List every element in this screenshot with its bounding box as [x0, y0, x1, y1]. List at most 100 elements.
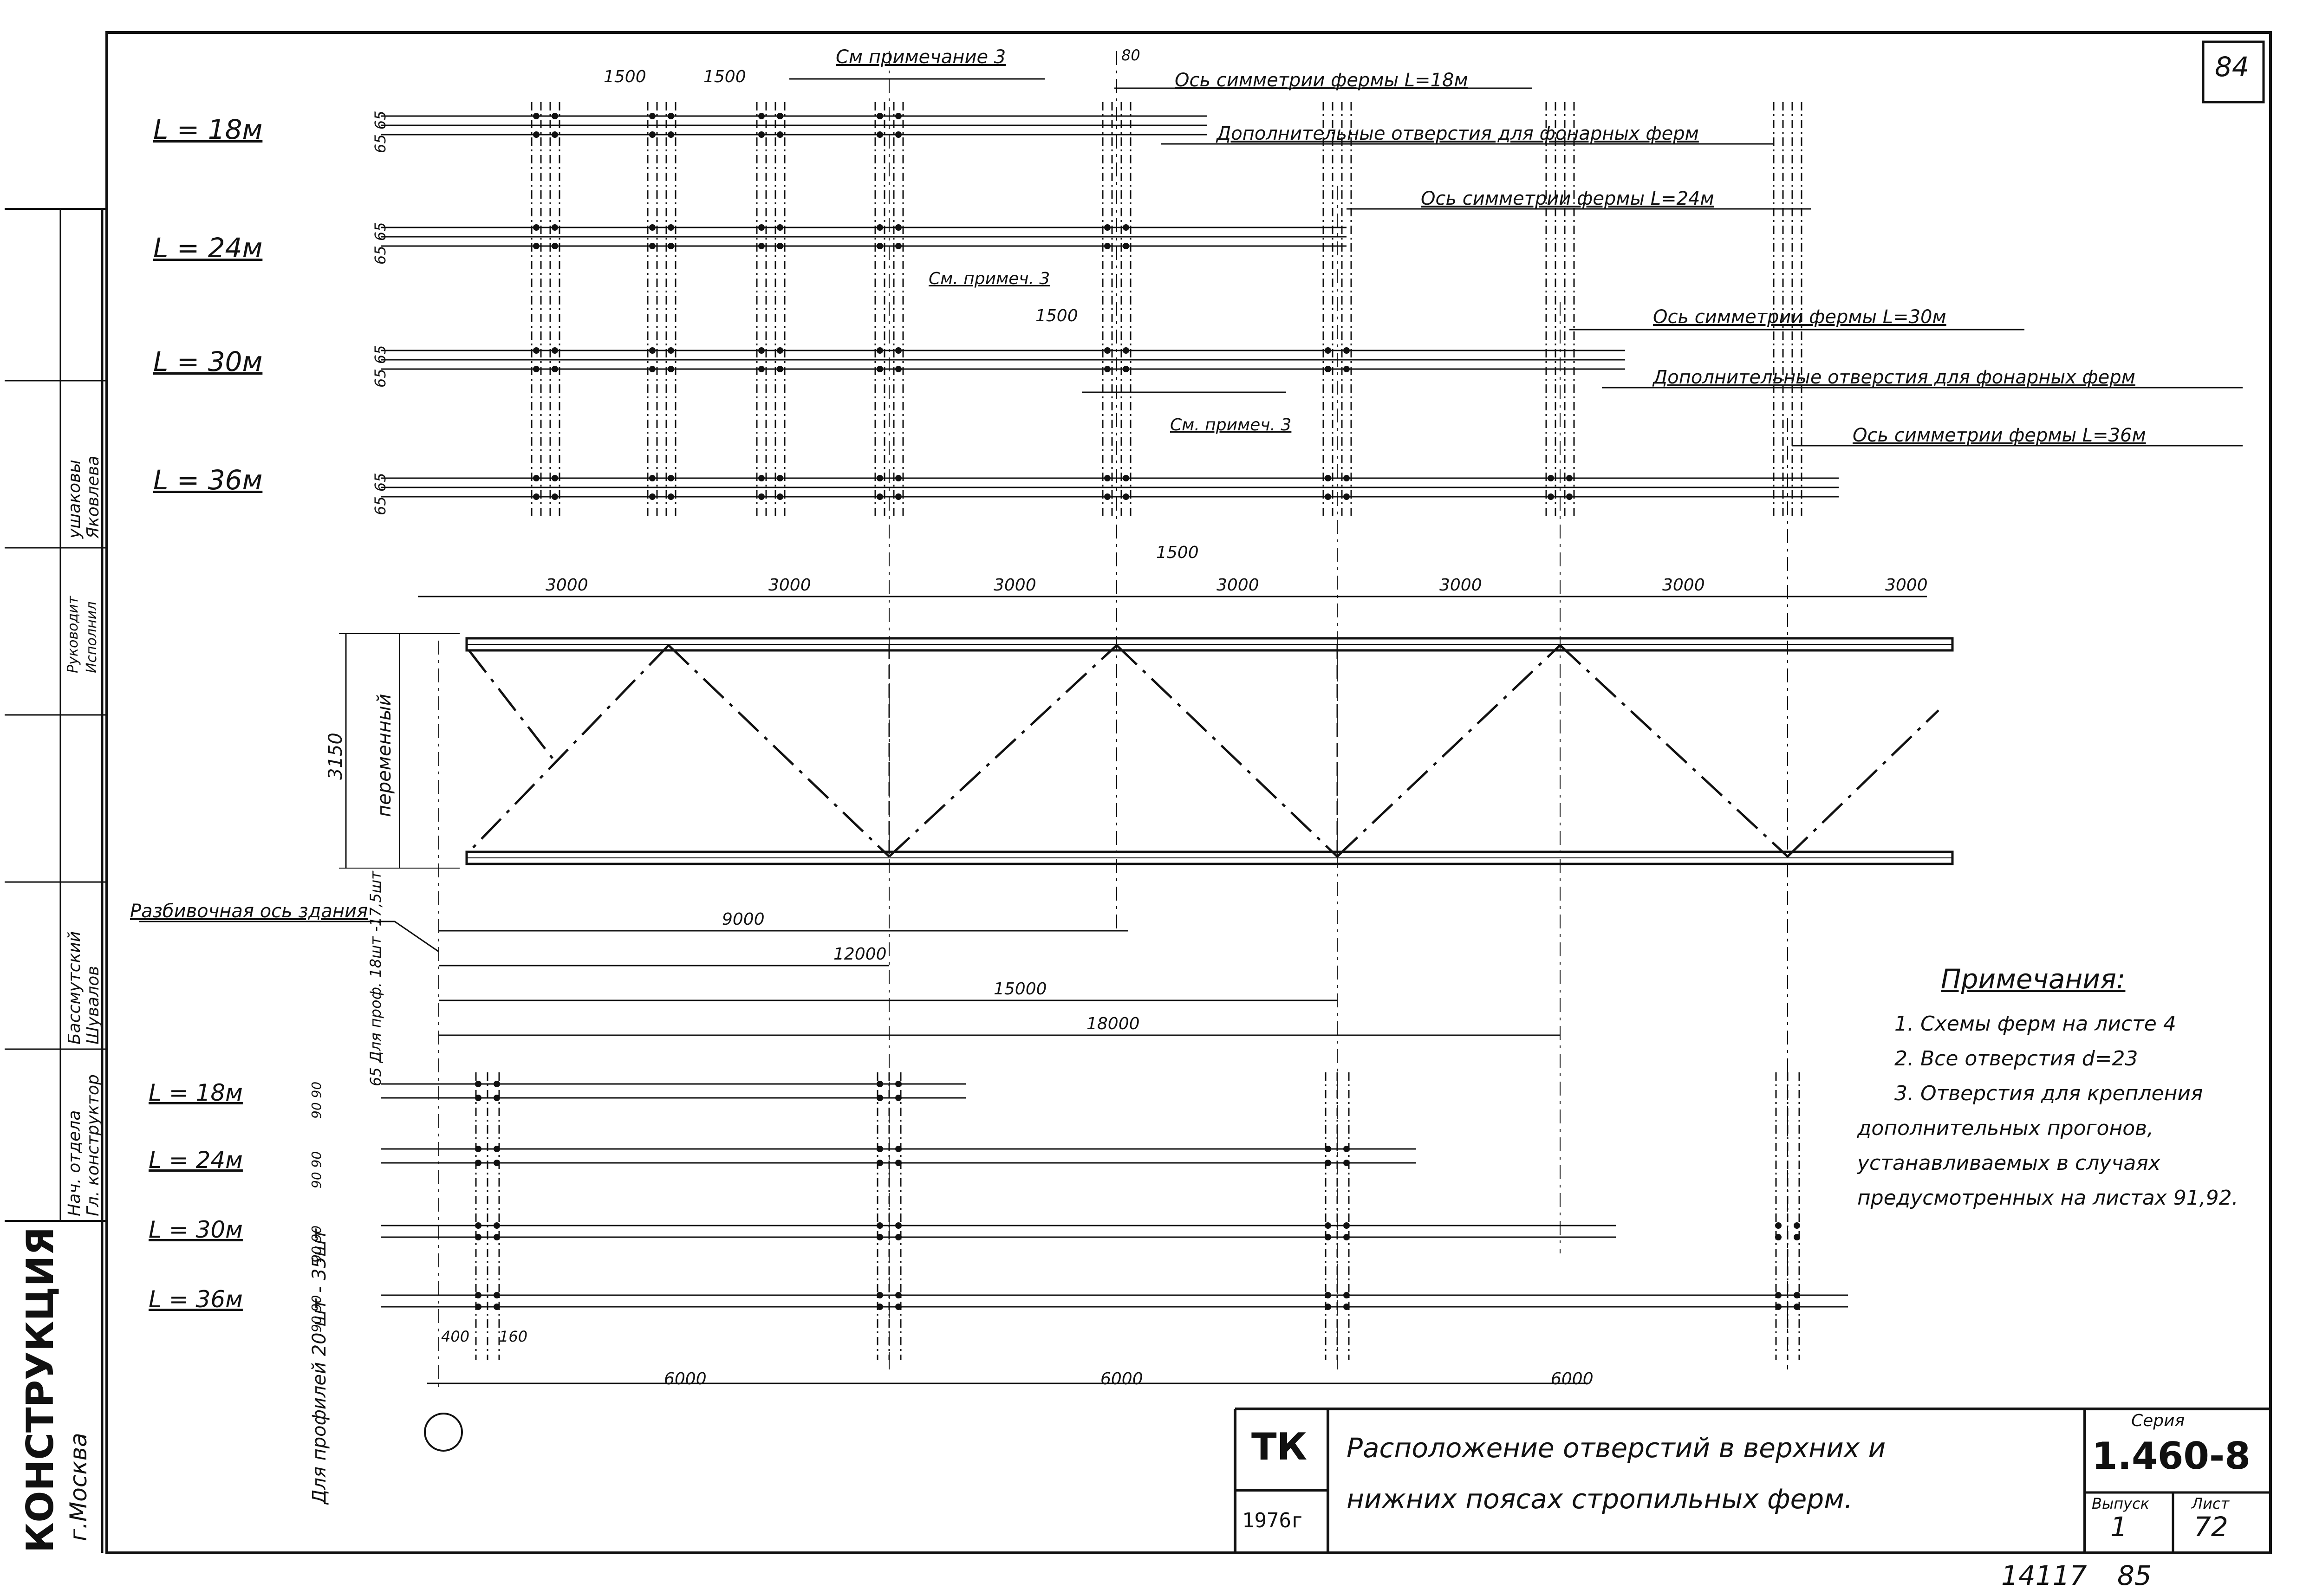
role-label: ушаковы [65, 460, 84, 538]
hole-mark [895, 1304, 902, 1310]
hole-mark [1123, 347, 1129, 354]
dim-80: 80 [1121, 46, 1140, 64]
hole-mark [494, 1081, 500, 1087]
hole-mark [777, 131, 783, 138]
dim-1500: 1500 [703, 67, 746, 86]
note-item: 1. Схемы ферм на листе 4 [1894, 1012, 2176, 1036]
hole-mark [649, 243, 656, 249]
hole-mark [758, 131, 765, 138]
profile-note: Для профилей 20 шт - 35шт [309, 1229, 330, 1504]
hole-mark [777, 493, 783, 500]
hole-mark [758, 475, 765, 481]
hole-mark [1325, 1222, 1331, 1229]
dim-3000: 3000 [1217, 576, 1259, 595]
hole-mark [533, 475, 540, 481]
hole-mark [494, 1160, 500, 1166]
hole-mark [758, 347, 765, 354]
hole-mark [1325, 1304, 1331, 1310]
hole-mark [895, 113, 902, 119]
hole-mark [649, 113, 656, 119]
sheet-value: 72 [2194, 1511, 2228, 1543]
hole-mark [777, 224, 783, 231]
dim-400: 400 [441, 1328, 470, 1345]
hole-mark [533, 493, 540, 500]
hole-mark [1343, 1304, 1350, 1310]
spacing-label: 65 65 [371, 473, 389, 515]
note-item: предусмотренных на листах 91,92. [1857, 1186, 2238, 1210]
hole-mark [1325, 366, 1331, 372]
hole-mark [1343, 475, 1350, 481]
hole-mark [758, 224, 765, 231]
hole-mark [475, 1081, 481, 1087]
hole-mark [877, 1292, 883, 1298]
hole-mark [758, 243, 765, 249]
notes-heading: Примечания: [1941, 963, 2126, 995]
hole-mark [877, 1146, 883, 1152]
hole-mark [1104, 224, 1111, 231]
dim-3000: 3000 [768, 576, 811, 595]
hole-mark [552, 475, 558, 481]
org-code: ТК [1251, 1425, 1307, 1468]
truss-height: 3150 [325, 733, 346, 780]
hole-mark [475, 1292, 481, 1298]
hole-mark [1123, 366, 1129, 372]
hole-mark [1123, 475, 1129, 481]
top-span-label: L = 30м [153, 346, 263, 377]
hole-mark [1104, 366, 1111, 372]
hole-mark [649, 224, 656, 231]
hole-mark [1343, 1146, 1350, 1152]
hole-mark [895, 1081, 902, 1087]
hole-mark [668, 131, 674, 138]
hole-mark [552, 366, 558, 372]
hole-mark [494, 1234, 500, 1240]
hole-mark [895, 1095, 902, 1101]
dim-3000: 3000 [1885, 576, 1928, 595]
hole-mark [1343, 493, 1350, 500]
dim-3000: 3000 [546, 576, 588, 595]
bottom-span-label: L = 18м [149, 1079, 243, 1106]
span-dim: 18000 [1086, 1014, 1140, 1033]
hole-mark [895, 1234, 902, 1240]
note-item: 3. Отверстия для крепления [1894, 1082, 2203, 1105]
hole-mark [895, 347, 902, 354]
hole-mark [895, 1160, 902, 1166]
hole-mark [668, 475, 674, 481]
hole-mark [1343, 366, 1350, 372]
dim-3000: 3000 [1439, 576, 1482, 595]
hole-mark [1775, 1292, 1782, 1298]
issue-value: 1 [2110, 1511, 2127, 1543]
bottom-span-label: L = 24м [149, 1147, 243, 1174]
hole-mark [1343, 1160, 1350, 1166]
hole-mark [1123, 493, 1129, 500]
hole-mark [475, 1234, 481, 1240]
dim-1500: 1500 [1035, 306, 1078, 325]
hole-mark [1548, 475, 1554, 481]
profile-note: 65 Для проф. 18шт -17,5шт [367, 871, 384, 1086]
hole-mark [877, 1222, 883, 1229]
span-dim: 12000 [833, 945, 887, 964]
hole-mark [1566, 493, 1573, 500]
hole-mark [533, 347, 540, 354]
hole-mark [1343, 347, 1350, 354]
hole-mark [649, 493, 656, 500]
hole-mark [1794, 1292, 1800, 1298]
hole-mark [877, 113, 883, 119]
hole-mark [533, 243, 540, 249]
hole-mark [1794, 1222, 1800, 1229]
hole-mark [649, 475, 656, 481]
hole-mark [552, 243, 558, 249]
axis-label-30: Ось симметрии фермы L=30м [1653, 306, 1946, 328]
extra-holes-label: Дополнительные отверстия для фонарных фе… [1217, 123, 1699, 144]
truss-height-note: переменный [374, 694, 395, 817]
hole-mark [895, 243, 902, 249]
hole-mark [649, 347, 656, 354]
hole-mark [1775, 1234, 1782, 1240]
hole-mark [649, 366, 656, 372]
spacing-label: 65 65 [371, 345, 389, 388]
hole-mark [1325, 1146, 1331, 1152]
hole-mark [552, 131, 558, 138]
hole-mark [777, 366, 783, 372]
sheet-label: Лист [2192, 1495, 2230, 1512]
